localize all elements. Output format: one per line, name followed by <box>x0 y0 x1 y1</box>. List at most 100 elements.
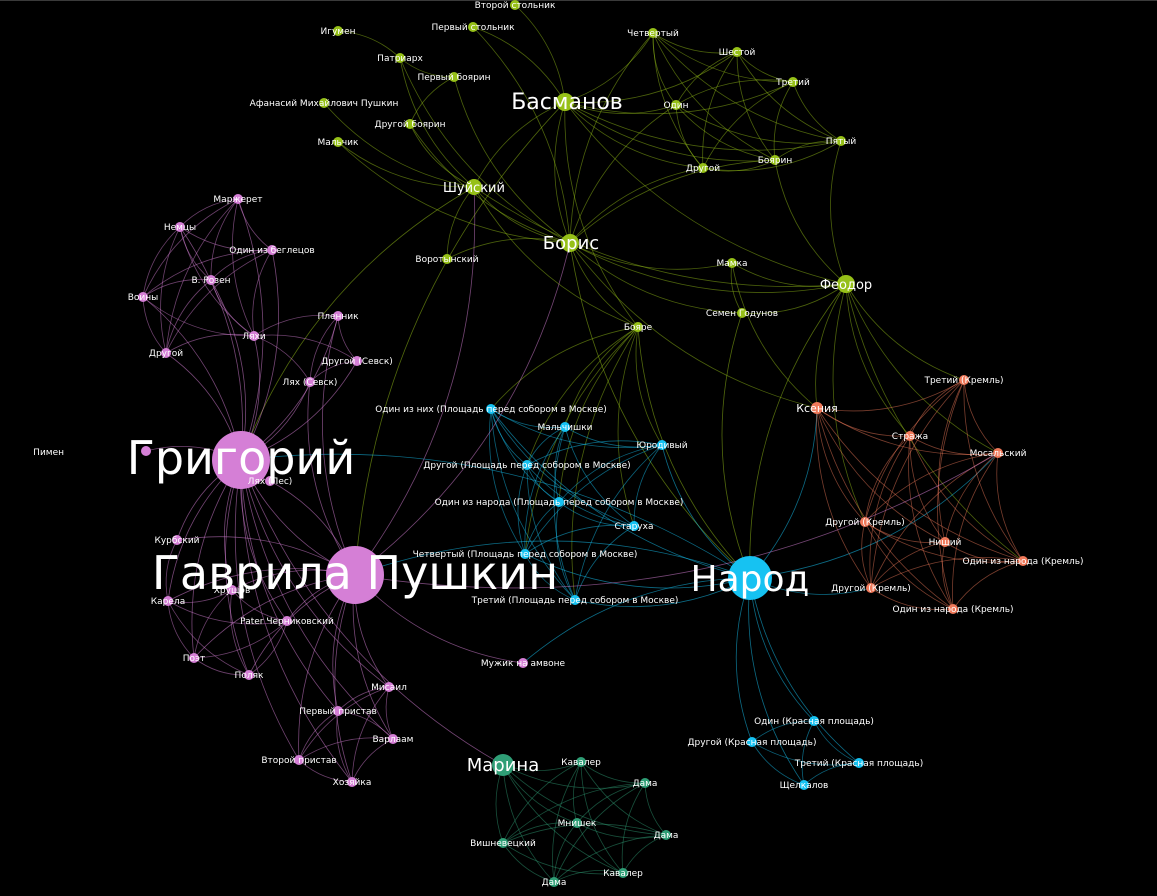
node-drugoy_ploshad[interactable] <box>522 460 532 470</box>
node-tretiy_pl[interactable] <box>570 595 580 605</box>
node-poet[interactable] <box>189 653 199 663</box>
node-afanasiy[interactable] <box>319 98 329 108</box>
graph-edge <box>558 444 663 503</box>
node-mamka[interactable] <box>727 258 737 268</box>
node-chernikovskiy[interactable] <box>282 616 292 626</box>
node-patriarh[interactable] <box>395 53 405 63</box>
node-vtoroy_stolnik[interactable] <box>510 0 520 10</box>
node-lyah_les[interactable] <box>265 476 275 486</box>
node-vtoroy_pristav[interactable] <box>294 755 304 765</box>
node-marzheret[interactable] <box>233 194 243 204</box>
node-feodor[interactable] <box>837 275 855 293</box>
node-tretiy[interactable] <box>788 77 798 87</box>
node-drugoy_kreml2[interactable] <box>866 583 876 593</box>
node-narod[interactable] <box>728 556 772 600</box>
graph-edge <box>142 296 167 354</box>
node-kseniya[interactable] <box>811 402 823 414</box>
node-perviy_stolnik[interactable] <box>468 22 478 32</box>
node-nemtsy[interactable] <box>175 222 185 232</box>
graph-edge <box>569 242 818 409</box>
node-chetvertiy[interactable] <box>648 28 658 38</box>
node-drugoy_g[interactable] <box>698 163 708 173</box>
node-voiny[interactable] <box>138 292 148 302</box>
node-kavaler1[interactable] <box>576 757 586 767</box>
node-label-kavaler1: Кавалер <box>561 758 601 768</box>
node-dama2[interactable] <box>661 830 671 840</box>
node-semen[interactable] <box>737 308 747 318</box>
node-odin_beglecov[interactable] <box>267 245 277 255</box>
node-odin_naroda_kreml2[interactable] <box>948 604 958 614</box>
node-boris[interactable] <box>561 234 579 252</box>
node-odin_iz_naroda_pl[interactable] <box>554 497 564 507</box>
node-polyak[interactable] <box>244 670 254 680</box>
graph-edge <box>526 326 639 466</box>
node-staruha[interactable] <box>629 521 639 531</box>
node-lyah_sevsk[interactable] <box>305 377 315 387</box>
graph-edge <box>580 761 646 784</box>
graph-edge <box>773 81 794 161</box>
node-boyarin[interactable] <box>770 155 780 165</box>
node-shchelkalov[interactable] <box>799 780 809 790</box>
node-dama3[interactable] <box>549 877 559 887</box>
node-misail[interactable] <box>384 682 394 692</box>
node-yurodiviy[interactable] <box>657 440 667 450</box>
graph-edge <box>337 141 571 244</box>
graph-edge <box>142 198 239 298</box>
graph-edge <box>210 279 255 337</box>
graph-edge <box>298 686 390 761</box>
node-tretiy_krasnaya[interactable] <box>854 758 864 768</box>
node-basmanov[interactable] <box>556 93 574 111</box>
node-mosalskiy[interactable] <box>993 448 1003 458</box>
graph-edge <box>473 101 566 188</box>
node-plennik[interactable] <box>333 311 343 321</box>
graph-edge <box>735 577 753 743</box>
node-hozyayka[interactable] <box>347 777 357 787</box>
graph-edge <box>748 577 805 786</box>
node-vorotynskiy[interactable] <box>442 254 452 264</box>
graph-edge <box>524 553 576 601</box>
node-muzhik[interactable] <box>518 658 528 668</box>
node-pimen[interactable] <box>141 446 151 456</box>
graph-edge <box>490 408 576 601</box>
node-kurbskiy[interactable] <box>172 535 182 545</box>
node-dama1[interactable] <box>640 778 650 788</box>
node-grigoriy[interactable] <box>212 431 270 489</box>
node-strazha[interactable] <box>905 431 915 441</box>
node-drugoy_krasnaya[interactable] <box>747 737 757 747</box>
node-perviy_boyarin[interactable] <box>449 72 459 82</box>
node-mnishek[interactable] <box>572 818 582 828</box>
node-igumen[interactable] <box>333 26 343 36</box>
node-malchik[interactable] <box>333 137 343 147</box>
node-odin_iz_nih[interactable] <box>486 404 496 414</box>
graph-edge <box>816 407 866 523</box>
node-odin_naroda_kreml1[interactable] <box>1018 556 1028 566</box>
node-chetvertiy_pl[interactable] <box>520 549 530 559</box>
graph-edge <box>569 242 733 270</box>
node-drugoy_kreml[interactable] <box>860 517 870 527</box>
node-odin_krasnaya[interactable] <box>809 716 819 726</box>
node-karela[interactable] <box>163 596 173 606</box>
node-shuyskiy[interactable] <box>466 179 482 195</box>
node-perviy_pristav[interactable] <box>333 706 343 716</box>
nodes-layer <box>138 0 1028 887</box>
node-label-vorotynskiy: Воротынский <box>415 255 478 265</box>
node-gavrila[interactable] <box>326 546 384 604</box>
node-lyahi[interactable] <box>249 331 259 341</box>
node-odin_g[interactable] <box>671 100 681 110</box>
node-drugoy_sevsk[interactable] <box>352 356 362 366</box>
node-malchishki[interactable] <box>560 422 570 432</box>
node-vishneveckiy[interactable] <box>498 838 508 848</box>
node-drugoy_p[interactable] <box>161 348 171 358</box>
node-varlaam[interactable] <box>388 734 398 744</box>
node-shestoy[interactable] <box>732 47 742 57</box>
node-hrushchov[interactable] <box>227 585 237 595</box>
node-marina[interactable] <box>492 754 514 776</box>
node-boyare[interactable] <box>633 322 643 332</box>
node-drugoy_boyarin[interactable] <box>405 119 415 129</box>
node-kavaler2[interactable] <box>618 868 628 878</box>
node-tretiy_kreml[interactable] <box>959 375 969 385</box>
node-nishchiy[interactable] <box>940 537 950 547</box>
node-pyatiy[interactable] <box>836 136 846 146</box>
node-rozen[interactable] <box>206 275 216 285</box>
